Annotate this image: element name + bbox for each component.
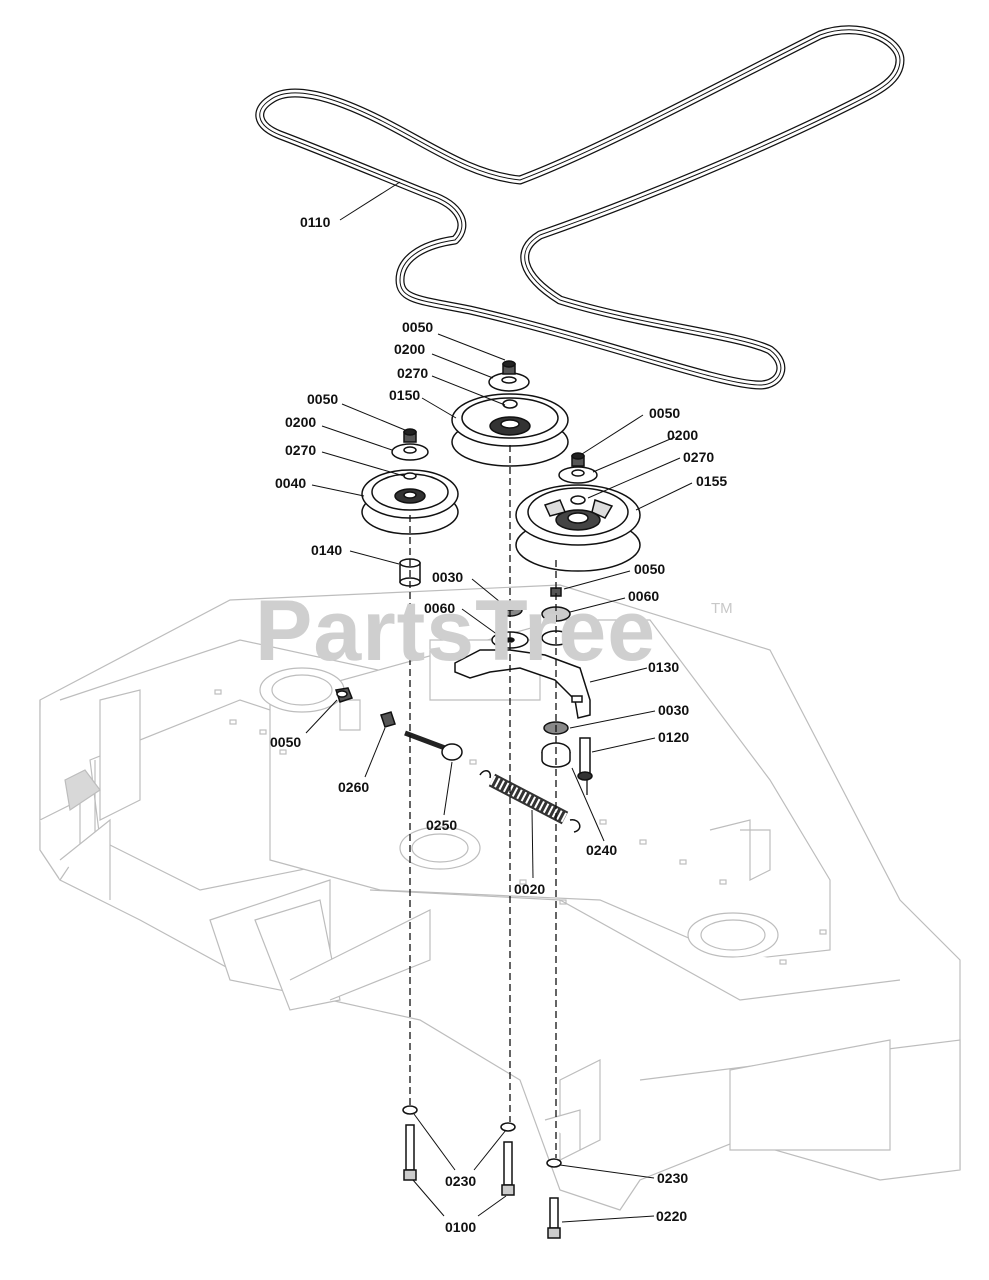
callout-0050[interactable]: 0050 — [634, 561, 666, 577]
callout-0050[interactable]: 0050 — [402, 319, 434, 335]
callout-0150[interactable]: 0150 — [389, 387, 421, 403]
callout-0155[interactable]: 0155 — [696, 473, 728, 489]
callout-0230[interactable]: 0230 — [445, 1173, 477, 1189]
callout-0220[interactable]: 0220 — [656, 1208, 688, 1224]
callout-0140[interactable]: 0140 — [311, 542, 343, 558]
callout-0260[interactable]: 0260 — [338, 779, 370, 795]
callout-0110[interactable]: 0110 — [300, 214, 331, 230]
callout-0050[interactable]: 0050 — [307, 391, 339, 407]
callout-0120[interactable]: 0120 — [658, 729, 690, 745]
drive-belt — [255, 25, 905, 390]
callout-0200[interactable]: 0200 — [285, 414, 317, 430]
callout-0200[interactable]: 0200 — [394, 341, 426, 357]
callout-0130[interactable]: 0130 — [648, 659, 680, 675]
spring-and-eyebolt — [335, 687, 581, 833]
callout-0050[interactable]: 0050 — [270, 734, 302, 750]
callout-0240[interactable]: 0240 — [586, 842, 618, 858]
callout-0020[interactable]: 0020 — [514, 881, 546, 897]
callout-0030[interactable]: 0030 — [658, 702, 690, 718]
callout-0030[interactable]: 0030 — [432, 569, 464, 585]
callout-0060[interactable]: 0060 — [628, 588, 660, 604]
callout-0250[interactable]: 0250 — [426, 817, 458, 833]
idler-pulley-0040 — [361, 428, 459, 535]
bottom-hardware — [402, 1105, 562, 1239]
leader-lines — [305, 181, 693, 1223]
callout-0270[interactable]: 0270 — [683, 449, 715, 465]
callout-0050[interactable]: 0050 — [649, 405, 681, 421]
callout-0230[interactable]: 0230 — [657, 1170, 689, 1186]
drive-pulley-0155 — [515, 452, 641, 572]
callout-0270[interactable]: 0270 — [285, 442, 317, 458]
callout-0040[interactable]: 0040 — [275, 475, 307, 491]
center-lines — [409, 445, 588, 1158]
callout-0100[interactable]: 0100 — [445, 1219, 477, 1235]
trademark-symbol: TM — [711, 600, 733, 617]
idler-pulley-0150 — [451, 360, 569, 467]
callout-0060[interactable]: 0060 — [424, 600, 456, 616]
callout-0270[interactable]: 0270 — [397, 365, 429, 381]
partstree-watermark: PartsTree — [255, 583, 657, 679]
callout-0200[interactable]: 0200 — [667, 427, 699, 443]
